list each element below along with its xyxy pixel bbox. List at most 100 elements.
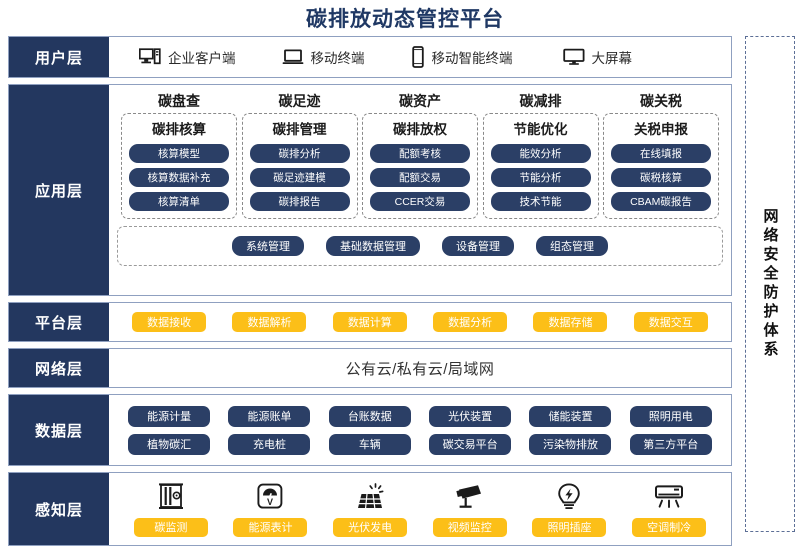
- layer-label-user: 用户层: [9, 37, 109, 77]
- large-screen-icon: [562, 48, 585, 66]
- data-item[interactable]: 照明用电: [629, 405, 712, 427]
- page-title: 碳排放动态管控平台: [306, 8, 504, 31]
- data-row: 植物碳汇 充电桩 车辆 碳交易平台 污染物排放 第三方平台: [119, 433, 721, 455]
- app-item[interactable]: CCER交易: [370, 192, 470, 211]
- energy-meter-icon: V: [256, 482, 284, 512]
- layer-perception: 感知层 碳监测: [8, 472, 732, 546]
- data-item[interactable]: 植物碳汇: [128, 433, 211, 455]
- user-item-smart-mobile-terminal[interactable]: 移动智能终端: [405, 46, 519, 68]
- layer-label-perception: 感知层: [9, 473, 109, 545]
- app-item[interactable]: 技术节能: [490, 192, 591, 211]
- layer-application: 应用层 碳盘查 碳排核算 核算模型 核算数据补充 核算清单 碳足迹: [8, 84, 732, 296]
- data-item[interactable]: 污染物排放: [529, 433, 612, 455]
- app-item[interactable]: CBAM碳报告: [611, 192, 711, 211]
- application-management-box: 系统管理 基础数据管理 设备管理 组态管理: [117, 226, 723, 266]
- user-item-large-screen[interactable]: 大屏幕: [557, 47, 639, 67]
- management-item-system[interactable]: 系统管理: [232, 236, 304, 256]
- perception-label: 视频监控: [432, 517, 507, 537]
- layer-label-application: 应用层: [9, 85, 109, 295]
- perception-item-solar-power[interactable]: 光伏发电: [333, 482, 408, 537]
- layer-body-network: 公有云/私有云/局域网: [109, 349, 731, 387]
- app-group-title: 碳关税: [640, 93, 682, 109]
- perception-label: 能源表计: [233, 517, 308, 537]
- data-item[interactable]: 车辆: [328, 433, 411, 455]
- diagram-canvas: 碳排放动态管控平台 用户层: [8, 8, 795, 546]
- laptop-icon: [282, 48, 304, 66]
- application-groups: 碳盘查 碳排核算 核算模型 核算数据补充 核算清单 碳足迹 碳排管理 碳排分析: [117, 91, 723, 219]
- lightbulb-socket-icon: [556, 482, 582, 512]
- desktop-tower-icon: [138, 48, 161, 66]
- gas-analyzer-icon: [157, 482, 185, 512]
- user-item-label: 移动智能终端: [431, 51, 513, 66]
- perception-label: 照明插座: [532, 517, 607, 537]
- layer-body-data: 能源计量 能源账单 台账数据 光伏装置 储能装置 照明用电 植物碳汇 充电桩 车…: [109, 395, 731, 465]
- platform-item[interactable]: 数据计算: [332, 312, 407, 332]
- perception-item-video-surveillance[interactable]: 视频监控: [432, 482, 507, 537]
- data-item[interactable]: 第三方平台: [629, 433, 712, 455]
- management-item-configuration[interactable]: 组态管理: [536, 236, 608, 256]
- user-item-label: 企业客户端: [168, 51, 236, 66]
- platform-item[interactable]: 数据交互: [633, 312, 708, 332]
- layer-body-application: 碳盘查 碳排核算 核算模型 核算数据补充 核算清单 碳足迹 碳排管理 碳排分析: [109, 85, 731, 295]
- platform-item[interactable]: 数据存储: [533, 312, 608, 332]
- user-item-mobile-terminal[interactable]: 移动终端: [276, 47, 371, 67]
- perception-item-air-conditioning[interactable]: 空调制冷: [632, 482, 707, 537]
- user-item-enterprise-client[interactable]: 企业客户端: [133, 47, 242, 67]
- data-item[interactable]: 台账数据: [328, 405, 411, 427]
- layer-user: 用户层 企业客户端: [8, 36, 732, 78]
- platform-item[interactable]: 数据接收: [132, 312, 207, 332]
- app-group-subtitle: 碳排管理: [272, 122, 327, 137]
- app-group-title: 碳盘查: [158, 93, 200, 109]
- perception-item-energy-meter[interactable]: V 能源表计: [233, 482, 308, 537]
- app-item[interactable]: 碳排分析: [249, 144, 350, 163]
- user-item-label: 大屏幕: [591, 51, 633, 66]
- data-item[interactable]: 碳交易平台: [429, 433, 512, 455]
- app-item[interactable]: 核算数据补充: [129, 168, 229, 187]
- layer-body-perception: 碳监测 V 能源表计: [109, 473, 731, 545]
- perception-label: 碳监测: [133, 517, 208, 537]
- app-item[interactable]: 节能分析: [490, 168, 591, 187]
- app-item[interactable]: 碳足迹建模: [249, 168, 350, 187]
- app-item[interactable]: 碳排报告: [249, 192, 350, 211]
- app-group-box: 碳排核算 核算模型 核算数据补充 核算清单: [121, 113, 237, 219]
- data-item[interactable]: 能源计量: [128, 405, 211, 427]
- security-band-label: 网络安全防护体系: [761, 208, 779, 360]
- app-group-box: 关税申报 在线填报 碳税核算 CBAM碳报告: [603, 113, 719, 219]
- layer-body-platform: 数据接收 数据解析 数据计算 数据分析 数据存储 数据交互: [109, 303, 731, 341]
- app-item[interactable]: 核算模型: [129, 144, 229, 163]
- data-item[interactable]: 光伏装置: [429, 405, 512, 427]
- app-group-box: 碳排放权 配额考核 配额交易 CCER交易: [362, 113, 478, 219]
- layer-stack: 用户层 企业客户端: [8, 36, 732, 552]
- smartphone-icon: [411, 46, 425, 68]
- app-group-carbon-tariff: 碳关税 关税申报 在线填报 碳税核算 CBAM碳报告: [603, 91, 719, 219]
- app-item[interactable]: 配额考核: [370, 144, 470, 163]
- security-band: 网络安全防护体系: [745, 36, 795, 532]
- app-group-subtitle: 节能优化: [513, 122, 568, 137]
- perception-item-carbon-monitoring[interactable]: 碳监测: [133, 482, 208, 537]
- app-group-carbon-asset: 碳资产 碳排放权 配额考核 配额交易 CCER交易: [362, 91, 478, 219]
- app-item[interactable]: 能效分析: [490, 144, 591, 163]
- network-text: 公有云/私有云/局域网: [345, 360, 495, 378]
- data-row: 能源计量 能源账单 台账数据 光伏装置 储能装置 照明用电: [119, 405, 721, 427]
- data-item[interactable]: 储能装置: [529, 405, 612, 427]
- app-group-title: 碳减排: [519, 93, 562, 109]
- app-group-subtitle: 碳排放权: [393, 122, 447, 137]
- app-item[interactable]: 在线填报: [611, 144, 711, 163]
- layer-label-data: 数据层: [9, 395, 109, 465]
- app-item[interactable]: 碳税核算: [611, 168, 711, 187]
- platform-item[interactable]: 数据分析: [433, 312, 508, 332]
- platform-item[interactable]: 数据解析: [232, 312, 307, 332]
- layer-platform: 平台层 数据接收 数据解析 数据计算 数据分析 数据存储 数据交互: [8, 302, 732, 342]
- app-group-title: 碳足迹: [278, 93, 321, 109]
- app-item[interactable]: 配额交易: [370, 168, 470, 187]
- management-item-device[interactable]: 设备管理: [442, 236, 514, 256]
- cctv-camera-icon: [455, 482, 485, 512]
- data-item[interactable]: 能源账单: [228, 405, 311, 427]
- data-item[interactable]: 充电桩: [228, 433, 311, 455]
- app-item[interactable]: 核算清单: [129, 192, 229, 211]
- solar-panel-icon: [355, 482, 385, 512]
- management-item-basic-data[interactable]: 基础数据管理: [326, 236, 420, 256]
- perception-item-lighting-socket[interactable]: 照明插座: [532, 482, 607, 537]
- app-group-carbon-reduction: 碳减排 节能优化 能效分析 节能分析 技术节能: [482, 91, 599, 219]
- app-group-subtitle: 碳排核算: [152, 122, 206, 137]
